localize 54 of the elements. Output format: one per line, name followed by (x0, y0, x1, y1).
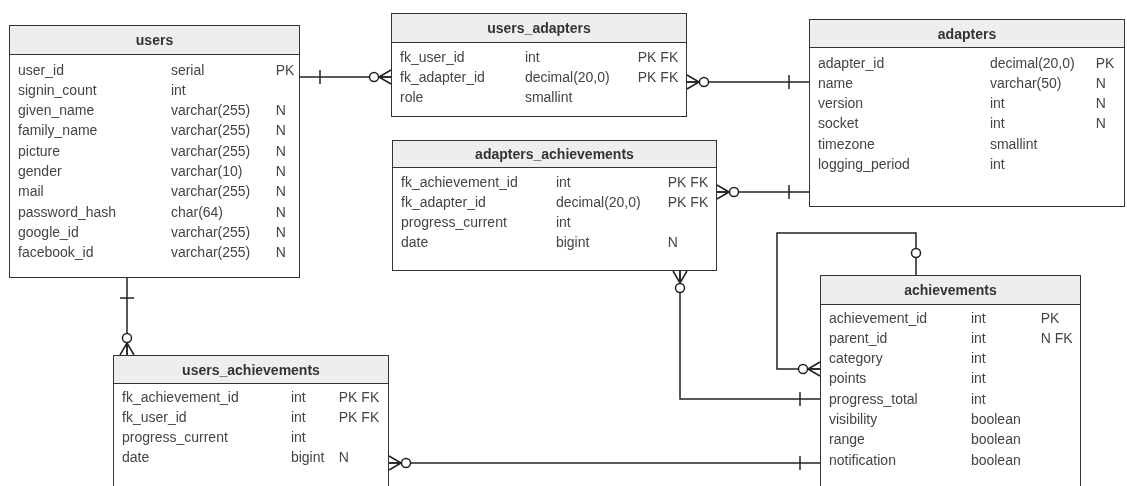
table-box (113, 355, 389, 486)
column-row-text: google_id varchar(255) N (18, 222, 286, 242)
column-row-text: progress_total int (829, 389, 987, 409)
table-box (391, 13, 687, 117)
column-row-text: user_id serial PK (18, 60, 295, 80)
column-row-text: category int (829, 349, 987, 369)
column-row-text: fk_user_id int PK FK (122, 407, 380, 427)
column-row-text: picture varchar(255) N (18, 141, 286, 161)
column-row-text: fk_adapter_id decimal(20,0) PK FK (400, 67, 679, 87)
column-row-text: role smallint (400, 88, 574, 108)
relationship-line (119, 277, 135, 356)
column-row-text: notification boolean (829, 450, 1022, 470)
column-row-text: progress_current int (122, 428, 307, 448)
column-row-text: version int N (818, 94, 1106, 114)
column-row-text: progress_current int (401, 213, 572, 233)
table-box (809, 19, 1125, 207)
column-row-text: given_name varchar(255) N (18, 101, 286, 121)
column-row-text: fk_adapter_id decimal(20,0) PK FK (401, 192, 709, 212)
table-header: adapters (810, 20, 1124, 48)
relationship-line (716, 184, 810, 200)
column-row-text: facebook_id varchar(255) N (18, 243, 286, 263)
column-row-text: fk_achievement_id int PK FK (122, 387, 380, 407)
relationship-line (686, 74, 810, 90)
column-row-text: password_hash char(64) N (18, 202, 286, 222)
column-row-text: signin_count int (18, 80, 187, 100)
table-header: users_adapters (392, 14, 686, 43)
column-row-text: fk_achievement_id int PK FK (401, 172, 709, 192)
column-row-text: timezone smallint (818, 134, 1039, 154)
relationship-line (388, 455, 821, 471)
column-row-text: date bigint N (122, 448, 349, 468)
column-row-text: gender varchar(10) N (18, 162, 286, 181)
column-row-text: family_name varchar(255) N (18, 121, 286, 141)
column-row-text: adapter_id decimal(20,0) PK (818, 53, 1115, 73)
column-row-text: fk_user_id int PK FK (400, 47, 679, 67)
column-row-text: range boolean (829, 430, 1022, 450)
column-row-text: name varchar(50) N (818, 73, 1106, 93)
column-row-text: socket int N (818, 114, 1106, 134)
column-row-text: visibility boolean (829, 410, 1022, 429)
column-row-text: logging_period int (818, 155, 1006, 174)
table-box (9, 25, 300, 278)
table-header: users_achievements (114, 356, 388, 384)
relationship-line (776, 232, 922, 377)
table-header: users (10, 26, 299, 55)
column-row-text: achievement_id int PK (829, 308, 1060, 328)
table-box (392, 140, 717, 271)
relationship-line (299, 69, 392, 85)
table-header: achievements (821, 276, 1080, 305)
column-row-text: points int (829, 369, 987, 389)
column-row-text: date bigint N (401, 233, 678, 253)
relationship-line (672, 270, 821, 407)
column-row-text: mail varchar(255) N (18, 182, 286, 202)
table-box (820, 275, 1081, 486)
table-header: adapters_achievements (393, 141, 716, 168)
column-row-text: parent_id int N FK (829, 328, 1073, 348)
